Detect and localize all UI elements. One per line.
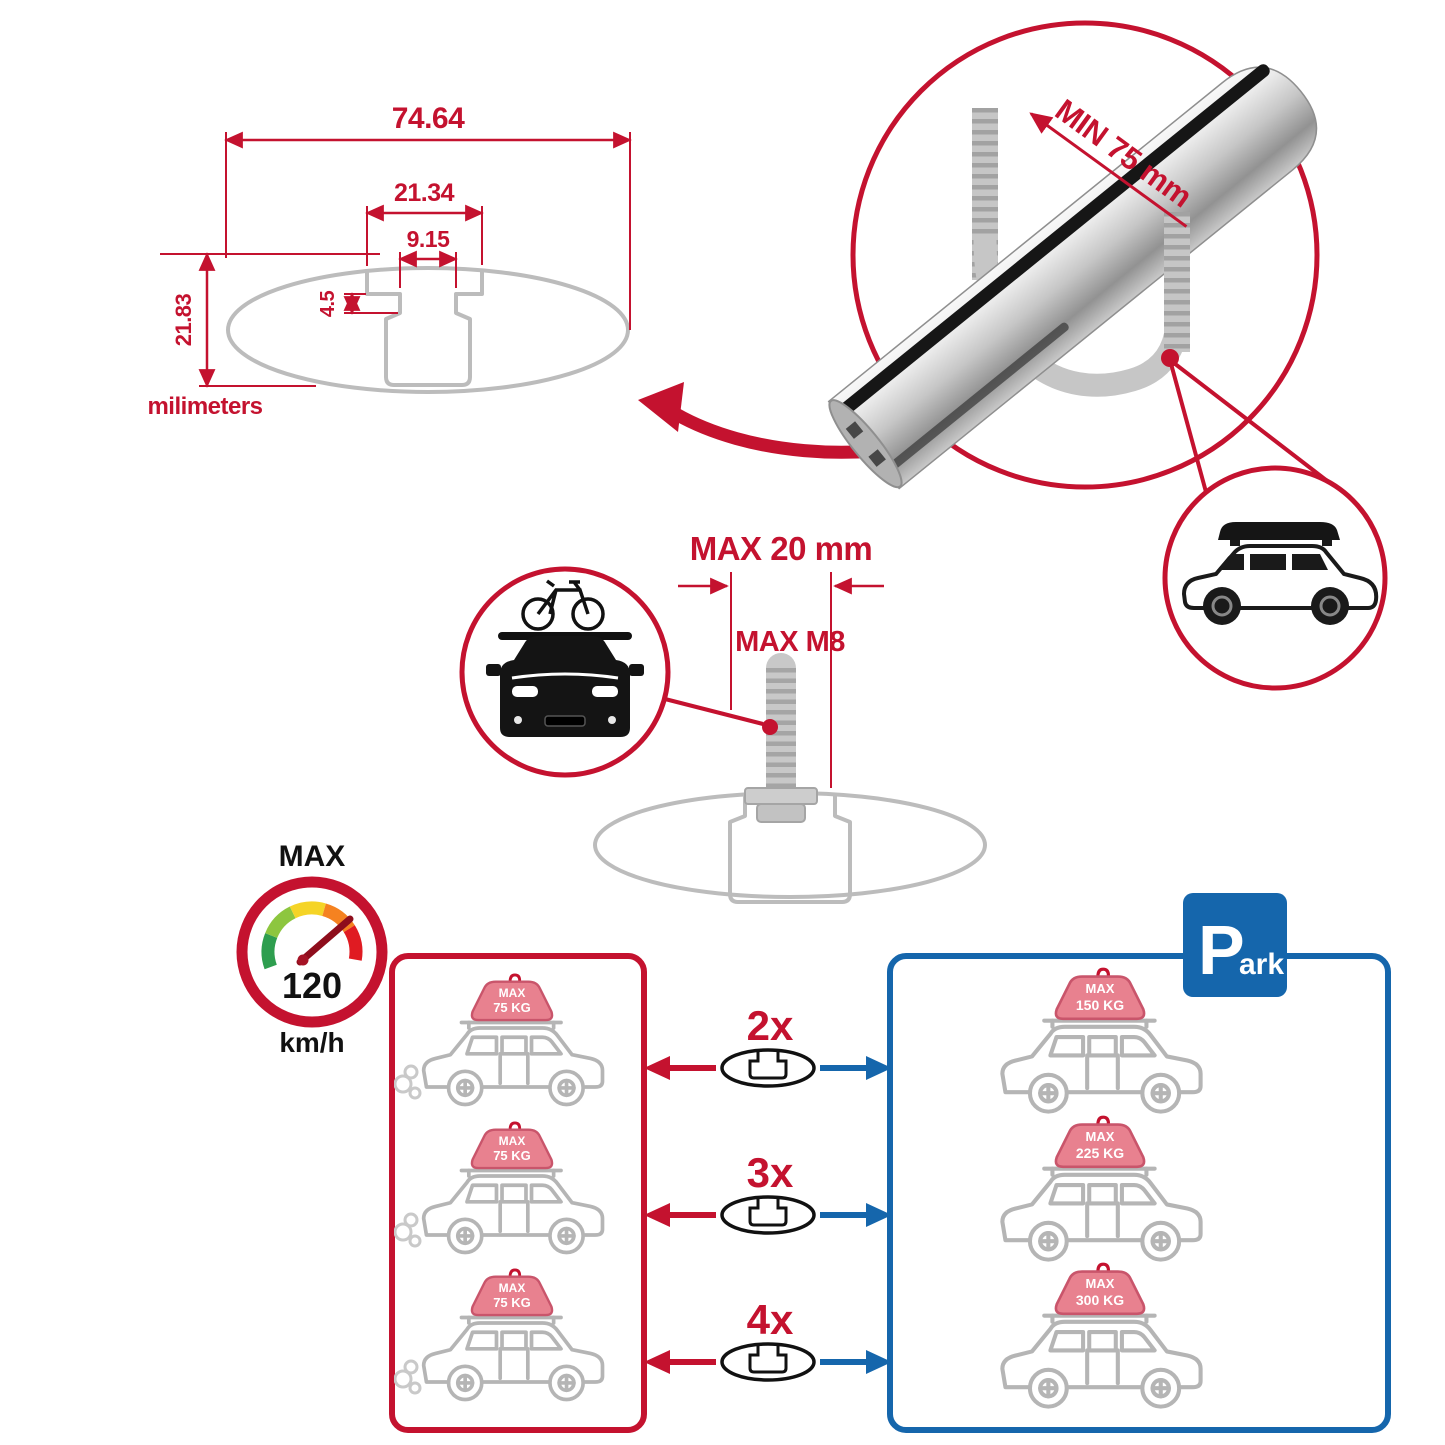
multiplier-row-2: 3x (644, 1149, 892, 1235)
park-sign-board (1183, 893, 1287, 997)
bike-car-illustration (486, 579, 644, 737)
right-car-3: MAX 300 KG (1002, 1262, 1200, 1406)
park-sign: P ark (1183, 893, 1287, 997)
left-arrow-icon (644, 1350, 670, 1374)
profile-slot-ghost (728, 794, 852, 904)
slot-inner-width-label: 9.15 (407, 226, 450, 252)
slot-depth-label: 4.5 (317, 290, 339, 317)
leader-line (664, 697, 764, 726)
multiplier-label: 4x (747, 1296, 794, 1343)
bag-max-label: MAX (499, 1134, 526, 1148)
bag-max-label: MAX (1086, 981, 1115, 996)
total-width-label: 74.64 (392, 102, 465, 135)
max-width-label: MAX 20 mm (690, 530, 873, 567)
max-thread-label: MAX M8 (735, 626, 845, 658)
crossbar-bar-render (827, 64, 1318, 490)
gauge-arc (261, 901, 363, 970)
speed-limit-gauge: MAX 120 km/h (236, 840, 388, 1058)
units-label: milimeters (147, 393, 262, 420)
mounting-bolt (744, 653, 818, 823)
park-sign-p: P (1198, 911, 1245, 989)
car-front-icon (486, 636, 644, 737)
roof-box-icon (1218, 522, 1340, 540)
total-height-label: 21.83 (171, 293, 196, 346)
bag-weight-label: 150 KG (1076, 997, 1124, 1013)
multiplier-row-3: 4x (644, 1296, 892, 1382)
speed-value: 120 (282, 965, 342, 1006)
gauge-pivot (297, 954, 309, 966)
crossbar-profile-icon (720, 1342, 816, 1382)
right-arrow-icon (866, 1203, 892, 1227)
bicycle-icon (521, 579, 605, 631)
leader-line (1168, 359, 1208, 493)
crossbar-profile-slot (365, 269, 484, 387)
dimension-diagram: 74.64 21.34 9.15 4.5 21.83 milimeters (147, 102, 947, 459)
bag-weight-label: 75 KG (493, 1000, 531, 1015)
bag-max-label: MAX (499, 1281, 526, 1295)
bar-side-channel (887, 322, 1069, 472)
bolt-detail: MAX 20 mm MAX M8 (459, 530, 987, 904)
bike-car-badge (459, 566, 764, 778)
speed-capacity-section: MAX 120 km/h MAX 75 KG (236, 840, 1391, 1433)
crossbar-profile-icon (720, 1195, 816, 1235)
suv-roofbox-badge (1162, 465, 1388, 691)
multiplier-label: 3x (747, 1149, 794, 1196)
right-arrow-icon (866, 1056, 892, 1080)
bar-end-face (828, 399, 903, 489)
crossbar-profile-icon (720, 1048, 816, 1088)
pointer-swoosh-arrowhead (638, 382, 684, 432)
left-arrow-icon (644, 1203, 670, 1227)
bag-weight-label: 75 KG (493, 1148, 531, 1163)
bag-weight-label: 300 KG (1076, 1292, 1124, 1308)
suv-roofbox-illustration (1181, 522, 1379, 625)
right-car-1: MAX 150 KG (1002, 967, 1200, 1111)
left-car-2: MAX 75 KG (394, 1121, 605, 1255)
speed-units: km/h (279, 1027, 344, 1058)
right-arrow-icon (866, 1350, 892, 1374)
left-car-3: MAX 75 KG (394, 1268, 605, 1402)
gauge-needle (296, 915, 354, 966)
bar-top-channel (840, 64, 1270, 415)
bag-max-label: MAX (1086, 1129, 1115, 1144)
bag-weight-label: 225 KG (1076, 1145, 1124, 1161)
bag-max-label: MAX (499, 986, 526, 1000)
bag-weight-label: 75 KG (493, 1295, 531, 1310)
multiplier-row-1: 2x (644, 1002, 892, 1088)
park-sign-ark: ark (1239, 948, 1284, 981)
crossbar-detail: MIN 75 mm (827, 20, 1388, 691)
left-car-1: MAX 75 KG (394, 973, 605, 1107)
bag-max-label: MAX (1086, 1276, 1115, 1291)
slot-outer-width-label: 21.34 (394, 179, 455, 207)
speed-max-label: MAX (279, 840, 346, 873)
crossbar-profile-ellipse (226, 266, 630, 394)
pointer-dot (762, 719, 778, 735)
right-car-2: MAX 225 KG (1002, 1115, 1200, 1259)
left-arrow-icon (644, 1056, 670, 1080)
multiplier-label: 2x (747, 1002, 794, 1049)
